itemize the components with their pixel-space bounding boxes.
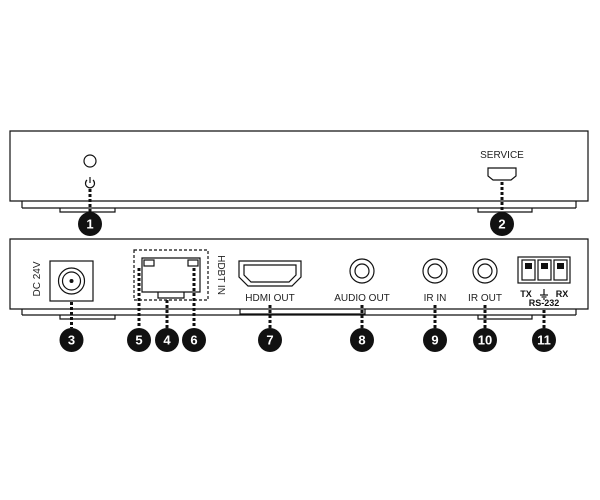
- callout-9: 9: [423, 328, 447, 352]
- callout-4: 4: [155, 328, 179, 352]
- ir-out-port[interactable]: [472, 258, 498, 284]
- callout-7: 7: [258, 328, 282, 352]
- dc-label: DC 24V: [32, 261, 43, 296]
- rs232-tx-label: TX: [520, 289, 532, 299]
- rs232-rx-label: RX: [556, 289, 569, 299]
- callout-5: 5: [127, 328, 151, 352]
- audio-out-label: AUDIO OUT: [334, 293, 390, 304]
- power-led: [83, 154, 97, 168]
- audio-out-port[interactable]: [349, 258, 375, 284]
- ir-out-label: IR OUT: [468, 293, 502, 304]
- svg-text:7: 7: [266, 333, 273, 348]
- callout-8: 8: [350, 328, 374, 352]
- svg-text:4: 4: [163, 333, 171, 348]
- svg-text:6: 6: [190, 333, 197, 348]
- hdmi-port[interactable]: [238, 260, 302, 287]
- svg-text:10: 10: [478, 333, 492, 348]
- svg-text:8: 8: [358, 333, 365, 348]
- svg-text:2: 2: [498, 217, 505, 232]
- svg-text:1: 1: [86, 217, 93, 232]
- callout-3: 3: [59, 328, 84, 352]
- callout-1: 1: [78, 212, 102, 236]
- rs232-label: RS-232: [529, 298, 560, 308]
- callout-10: 10: [473, 328, 497, 352]
- rs232-port[interactable]: [517, 256, 571, 284]
- hdbt-port[interactable]: [133, 249, 209, 301]
- ir-in-label: IR IN: [424, 293, 447, 304]
- callout-leaders: [70, 182, 546, 328]
- ir-in-port[interactable]: [422, 258, 448, 284]
- rear-panel: DC 24V HDBT IN HDMI OUT AUDIO OUT: [9, 238, 589, 320]
- callout-11: 11: [532, 328, 556, 352]
- ground-icon: [540, 289, 548, 300]
- svg-text:9: 9: [431, 333, 438, 348]
- callout-6: 6: [182, 328, 206, 352]
- service-port[interactable]: [487, 167, 517, 181]
- power-icon: [84, 177, 96, 189]
- callout-2: 2: [490, 212, 514, 236]
- hdmi-label: HDMI OUT: [245, 293, 294, 304]
- dc-port[interactable]: [49, 260, 94, 302]
- svg-text:5: 5: [135, 333, 142, 348]
- hdbt-label: HDBT IN: [215, 255, 226, 295]
- service-label: SERVICE: [480, 150, 524, 161]
- svg-text:3: 3: [68, 333, 75, 348]
- front-panel: SERVICE: [9, 130, 589, 213]
- svg-text:11: 11: [537, 333, 551, 348]
